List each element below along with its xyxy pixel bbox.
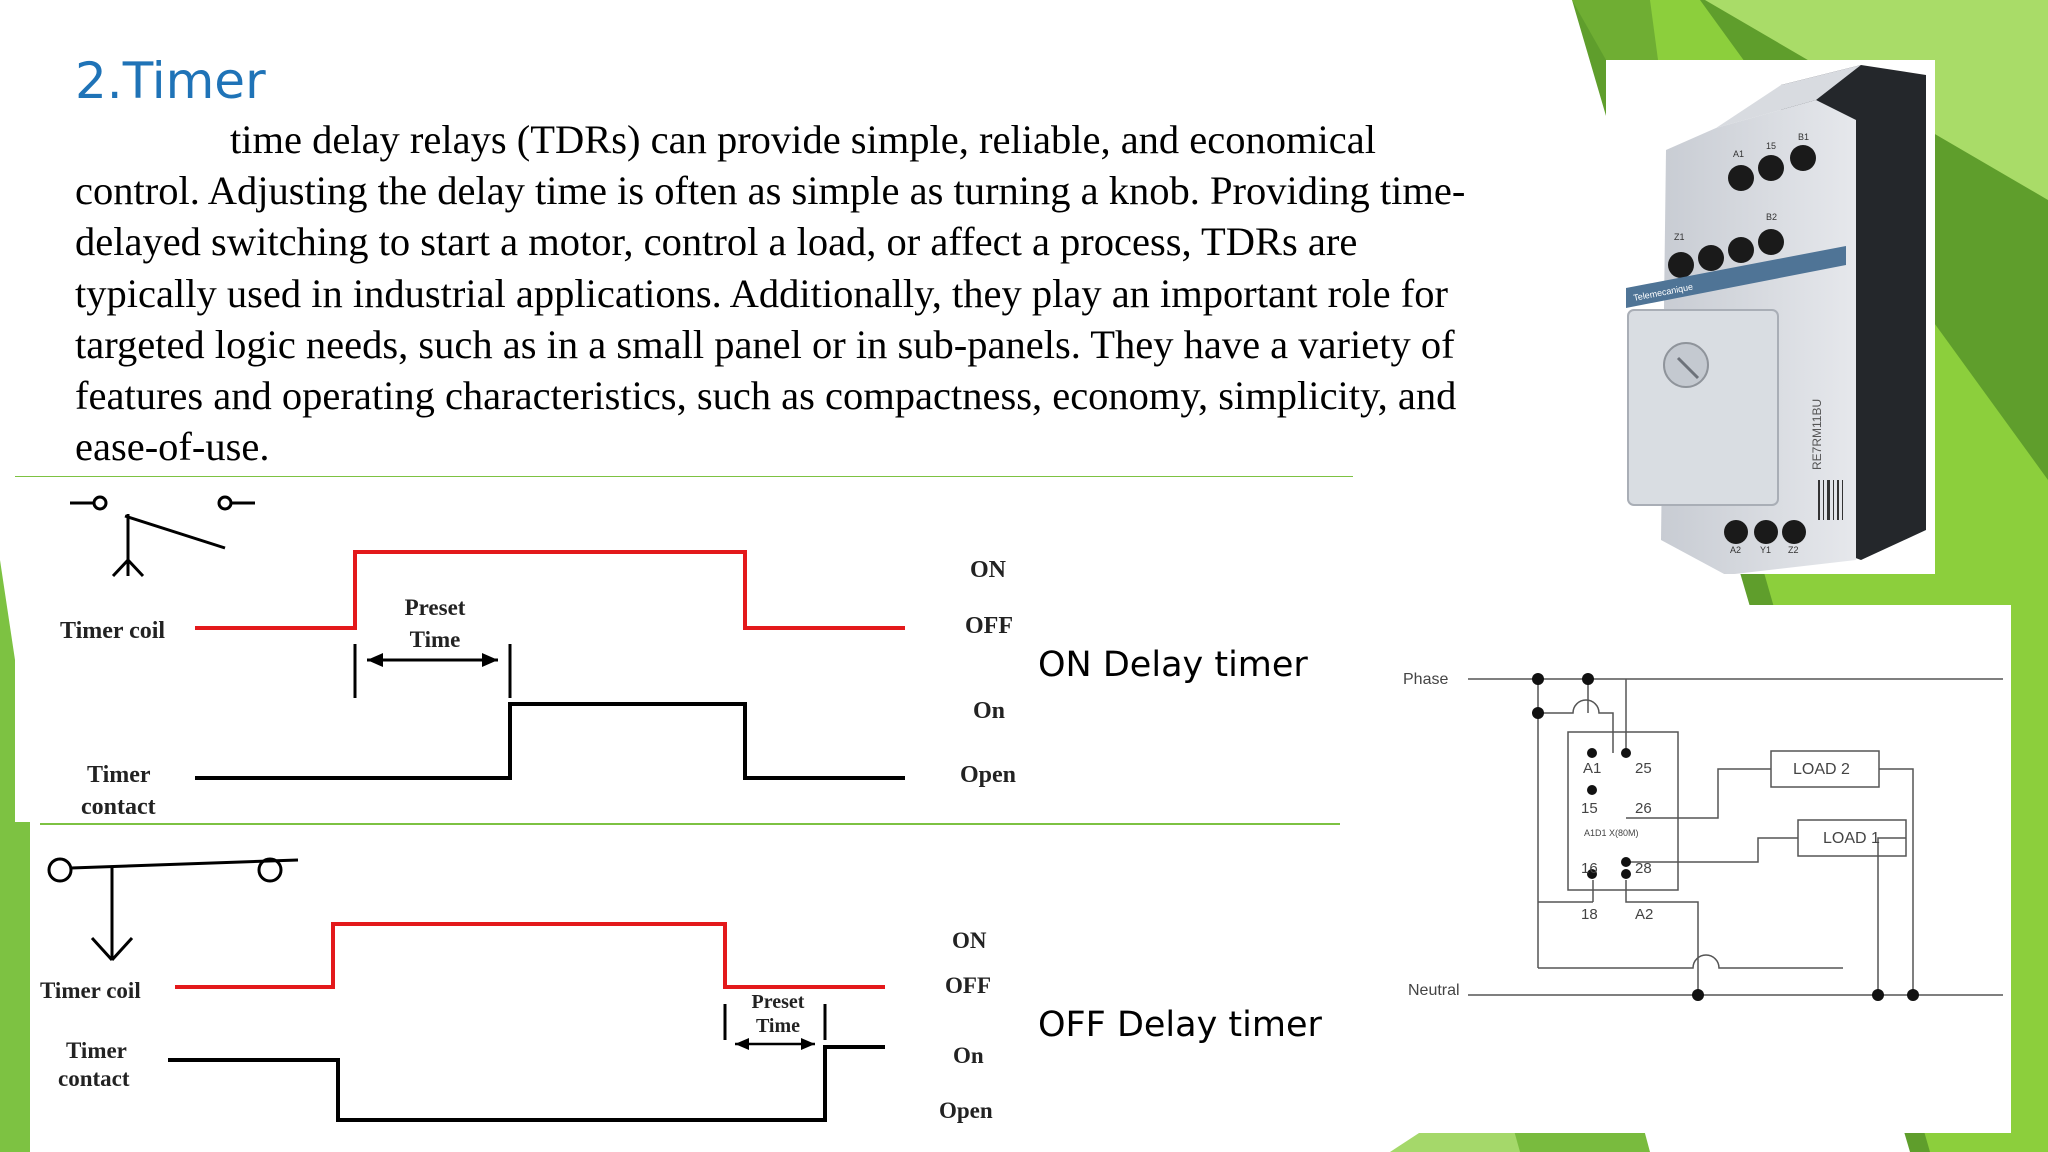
- wiring-relay-model: A1D1 X(80M): [1584, 828, 1639, 838]
- off-contact-on: On: [953, 1043, 984, 1068]
- on-contact-label-1: Timer: [87, 762, 151, 788]
- switch-symbol-icon: [47, 857, 299, 962]
- wiring-terminal-28: 28: [1635, 860, 1652, 877]
- relay-product-image: A1 15 B1 Z1 B2 A2 Y1 Z2 Telemecanique RE…: [1606, 60, 1935, 575]
- off-contact-open: Open: [939, 1098, 993, 1123]
- off-preset-label-2: Time: [756, 1015, 800, 1037]
- relay-terminal-z2: Z2: [1788, 545, 1799, 555]
- relay-terminal-z1: Z1: [1674, 232, 1685, 242]
- off-state-off: OFF: [945, 973, 991, 998]
- wiring-terminal-15: 15: [1581, 800, 1598, 817]
- off-contact-label-2: contact: [58, 1066, 130, 1091]
- wiring-load2-label: LOAD 2: [1793, 761, 1850, 778]
- on-delay-caption: ON Delay timer: [1038, 645, 1308, 685]
- on-state-on: ON: [970, 557, 1007, 583]
- off-delay-diagram-panel: Preset Time Timer coil Timer contact ON …: [40, 822, 1340, 1124]
- slide-title: 2.Timer: [75, 52, 266, 110]
- switch-symbol-icon: [70, 495, 255, 578]
- on-preset-label-1: Preset: [405, 595, 466, 620]
- relay-terminal-b1: B1: [1798, 132, 1809, 142]
- relay-terminal-b2: B2: [1766, 212, 1777, 222]
- on-delay-diagram-panel: Preset Time Timer coil Timer contact ON …: [15, 475, 1353, 822]
- relay-terminal-15: 15: [1766, 141, 1776, 151]
- off-delay-timing-diagram: Preset Time Timer coil Timer contact ON …: [40, 823, 1340, 1123]
- relay-terminal-a2: A2: [1730, 545, 1741, 555]
- off-contact-label-1: Timer: [66, 1038, 127, 1063]
- on-contact-label-2: contact: [81, 794, 156, 820]
- off-preset-label-1: Preset: [752, 991, 805, 1013]
- wiring-terminal-16: 16: [1581, 860, 1598, 877]
- wiring-terminal-26: 26: [1635, 800, 1652, 817]
- wiring-diagram: Phase Neutral LOAD 2 LOAD 1 A1 25 15 26 …: [1393, 605, 2011, 1133]
- wiring-phase-label: Phase: [1403, 671, 1448, 688]
- on-contact-on: On: [973, 698, 1005, 724]
- relay-terminal-a1: A1: [1733, 149, 1744, 159]
- wiring-terminal-a2: A2: [1635, 906, 1653, 923]
- on-coil-label: Timer coil: [60, 618, 165, 644]
- relay-model: RE7RM11BU: [1810, 399, 1824, 470]
- slide-body-text: time delay relays (TDRs) can provide sim…: [75, 117, 1466, 470]
- wiring-terminal-25: 25: [1635, 760, 1652, 777]
- on-delay-timing-diagram: Preset Time Timer coil Timer contact ON …: [15, 475, 1353, 820]
- wiring-neutral-label: Neutral: [1408, 982, 1460, 999]
- on-state-off: OFF: [965, 613, 1013, 639]
- off-state-on: ON: [952, 928, 987, 953]
- wiring-load1-label: LOAD 1: [1823, 830, 1880, 847]
- off-coil-label: Timer coil: [40, 978, 141, 1003]
- on-preset-label-2: Time: [410, 627, 461, 652]
- relay-terminal-y1: Y1: [1760, 545, 1771, 555]
- wiring-terminal-18: 18: [1581, 906, 1598, 923]
- off-delay-caption: OFF Delay timer: [1038, 1005, 1322, 1045]
- on-contact-open: Open: [960, 762, 1016, 788]
- wiring-terminal-a1: A1: [1583, 760, 1601, 777]
